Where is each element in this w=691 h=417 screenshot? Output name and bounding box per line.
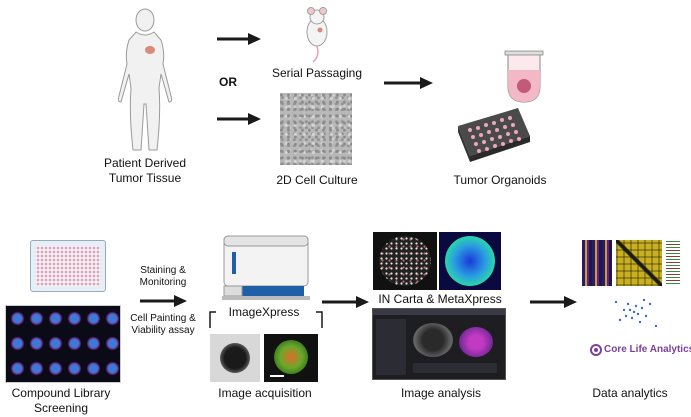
analytics-label: Data analytics bbox=[592, 386, 668, 400]
arrow-to-data-analytics bbox=[530, 296, 577, 308]
acquisition-bracket bbox=[209, 311, 323, 328]
imagexpress-device-illustration bbox=[222, 235, 310, 300]
tumor-tissue-icon bbox=[145, 46, 155, 54]
painting-label-line2: Viability assay bbox=[131, 325, 195, 336]
analysis-label: Image analysis bbox=[400, 386, 482, 400]
patient-label-line2: Tumor Tissue bbox=[108, 171, 182, 185]
arrow-to-serial-passaging bbox=[217, 33, 261, 45]
organoid-icon bbox=[517, 79, 531, 93]
spheroid-brightfield-image bbox=[210, 334, 260, 382]
brand-label: Core Life Analytics bbox=[604, 344, 691, 355]
painting-label-line1: Cell Painting & bbox=[130, 313, 196, 324]
or-label: OR bbox=[219, 75, 237, 89]
analytics-heatmap-left bbox=[582, 240, 612, 286]
analysis-software-screenshot bbox=[372, 308, 506, 380]
compound-label-line2: Screening bbox=[33, 401, 89, 415]
compound-label-line1: Compound Library bbox=[11, 386, 111, 400]
serial-passaging-label: Serial Passaging bbox=[271, 66, 363, 80]
tumor-organoid-plate-illustration bbox=[458, 50, 544, 162]
analytics-line-trace bbox=[666, 240, 680, 286]
acquisition-label: Image acquisition bbox=[218, 386, 312, 400]
cell-culture-image bbox=[280, 93, 352, 165]
heatmap-spheroid-image bbox=[439, 232, 501, 290]
spheroid-fluorescence-image bbox=[264, 334, 318, 382]
organoids-label: Tumor Organoids bbox=[453, 173, 547, 187]
patient-body-illustration bbox=[117, 8, 173, 151]
brand-logo-icon bbox=[590, 344, 602, 356]
staining-label-line1: Staining & bbox=[140, 265, 186, 276]
cell-culture-label: 2D Cell Culture bbox=[276, 173, 358, 187]
arrow-to-2d-culture bbox=[217, 113, 261, 125]
arrow-to-organoids bbox=[384, 77, 433, 89]
mouse-icon bbox=[306, 7, 328, 63]
arrow-to-image-acquisition bbox=[140, 295, 187, 307]
segmented-cells-image bbox=[373, 232, 437, 290]
arrow-to-image-analysis bbox=[322, 296, 369, 308]
analytics-scatter-plot bbox=[614, 298, 658, 328]
staining-label-line2: Monitoring bbox=[139, 277, 187, 288]
screening-grid-image bbox=[5, 305, 121, 383]
device-label: ImageXpress bbox=[228, 305, 300, 319]
compound-plate-image bbox=[30, 240, 106, 292]
software-label: IN Carta & MetaXpress bbox=[378, 292, 502, 306]
patient-label-line1: Patient Derived bbox=[103, 156, 187, 170]
analytics-correlation-matrix bbox=[616, 240, 662, 286]
